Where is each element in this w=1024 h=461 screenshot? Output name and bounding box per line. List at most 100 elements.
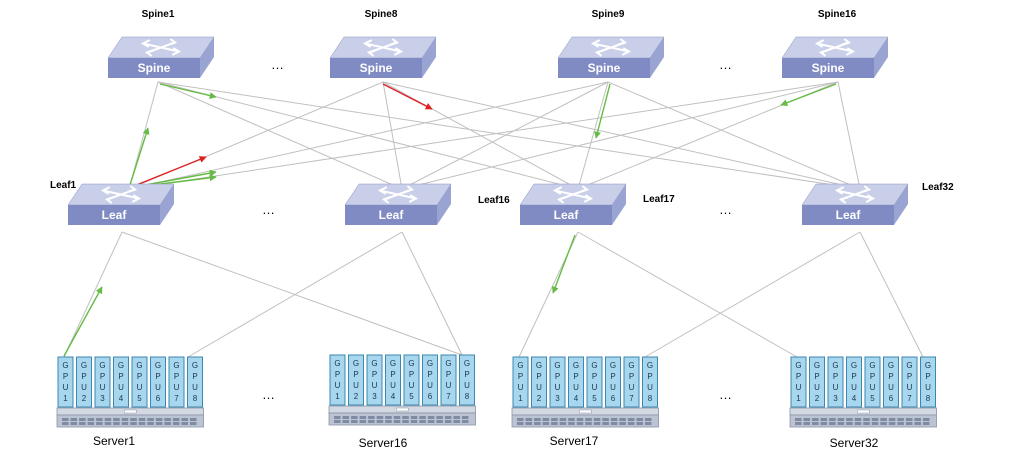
link-spine2-leaf2 xyxy=(577,81,609,190)
gpu-label-text: U xyxy=(536,383,542,392)
link-lines xyxy=(63,81,924,358)
gpu-label-text: U xyxy=(335,381,341,390)
gpu-label-text: U xyxy=(390,381,396,390)
gpu-label-text: U xyxy=(100,383,106,392)
server-ellipsis-right: … xyxy=(719,387,733,402)
gpu-label-text: G xyxy=(192,361,198,370)
gpu-label-text: G xyxy=(517,361,523,370)
gpu-label-text: P xyxy=(446,370,451,379)
gpu-label-text: U xyxy=(907,383,913,392)
gpu-label-text: G xyxy=(427,359,433,368)
gpu-label-text: U xyxy=(888,383,894,392)
gpu-label-text: 7 xyxy=(907,394,912,403)
switch-label: Leaf xyxy=(836,208,862,222)
spine-switch-9: Spine xyxy=(557,36,665,78)
gpu-label-text: 8 xyxy=(193,394,198,403)
switch-arrows-icon xyxy=(377,185,419,204)
gpu-label-text: U xyxy=(174,383,180,392)
green-traffic-arrow xyxy=(780,83,837,107)
gpu-label-text: U xyxy=(925,383,931,392)
highlighted-paths xyxy=(63,83,837,357)
gpu-label-text: U xyxy=(427,381,433,390)
link-spine2-leaf1 xyxy=(401,81,609,190)
gpu-label-text: P xyxy=(592,372,597,381)
gpu-label-text: G xyxy=(628,361,634,370)
switch-label: Spine xyxy=(360,61,393,75)
leaf-switch-16: Leaf xyxy=(344,183,452,225)
gpu-card: GPU 8 xyxy=(187,356,203,408)
link-spine3-leaf3 xyxy=(837,81,861,190)
link-spine3-leaf0 xyxy=(128,81,839,190)
gpu-label-text: U xyxy=(573,383,579,392)
switch-front-face xyxy=(345,205,437,225)
switch-side-face xyxy=(200,37,214,78)
switch-arrows-icon xyxy=(100,185,142,204)
gpu-label-text: U xyxy=(155,383,161,392)
gpu-label-text: 2 xyxy=(815,394,820,403)
link-leaf1-server1 xyxy=(401,231,463,356)
gpu-label-text: P xyxy=(573,372,578,381)
server16-caption: Server16 xyxy=(359,436,408,450)
switch-front-face xyxy=(782,58,874,78)
gpu-label-text: U xyxy=(372,381,378,390)
gpu-label-text: P xyxy=(63,372,68,381)
switch-side-face xyxy=(160,184,174,225)
link-spine2-leaf0 xyxy=(128,81,609,190)
gpu-label-text: G xyxy=(888,361,894,370)
gpu-label-text: G xyxy=(925,361,931,370)
leaf-switch-1: Leaf xyxy=(67,183,175,225)
gpu-label-text: G xyxy=(173,361,179,370)
gpu-label-text: P xyxy=(155,372,160,381)
gpu-label-text: G xyxy=(118,361,124,370)
gpu-label-text: G xyxy=(610,361,616,370)
link-spine0-leaf3 xyxy=(157,81,861,190)
gpu-label-text: U xyxy=(63,383,69,392)
spine-ellipsis-right: … xyxy=(719,57,733,72)
gpu-label-text: U xyxy=(192,383,198,392)
red-traffic-arrow xyxy=(382,83,433,110)
server1-caption: Server1 xyxy=(93,434,135,448)
gpu-label-text: P xyxy=(192,372,197,381)
server-drive-bays xyxy=(334,416,469,423)
gpu-label-text: 1 xyxy=(796,394,801,403)
gpu-label-text: U xyxy=(592,383,598,392)
spine-switch-16: Spine xyxy=(781,36,889,78)
gpu-label-text: 6 xyxy=(428,392,433,401)
gpu-label-text: 7 xyxy=(629,394,634,403)
spine9-caption: Spine9 xyxy=(592,9,625,20)
gpu-label-text: 5 xyxy=(137,394,142,403)
switch-side-face xyxy=(422,37,436,78)
gpu-label-text: U xyxy=(833,383,839,392)
leaf17-caption: Leaf17 xyxy=(643,194,675,205)
green-traffic-arrow xyxy=(159,83,217,99)
gpu-label-text: P xyxy=(390,370,395,379)
green-traffic-arrow xyxy=(63,286,103,357)
leaf-switch-32: Leaf xyxy=(801,183,909,225)
gpu-label-text: G xyxy=(795,361,801,370)
gpu-label-text: G xyxy=(464,359,470,368)
gpu-label-text: 6 xyxy=(156,394,161,403)
gpu-label-text: U xyxy=(814,383,820,392)
gpu-label-text: G xyxy=(851,361,857,370)
green-traffic-arrow xyxy=(551,234,576,294)
switch-arrows-icon xyxy=(590,38,632,57)
switch-front-face xyxy=(108,58,200,78)
gpu-label-text: P xyxy=(353,370,358,379)
gpu-label-text: 8 xyxy=(465,392,470,401)
link-spine0-leaf1 xyxy=(157,81,403,190)
spine-switch-8: Spine xyxy=(329,36,437,78)
gpu-label-text: P xyxy=(610,372,615,381)
